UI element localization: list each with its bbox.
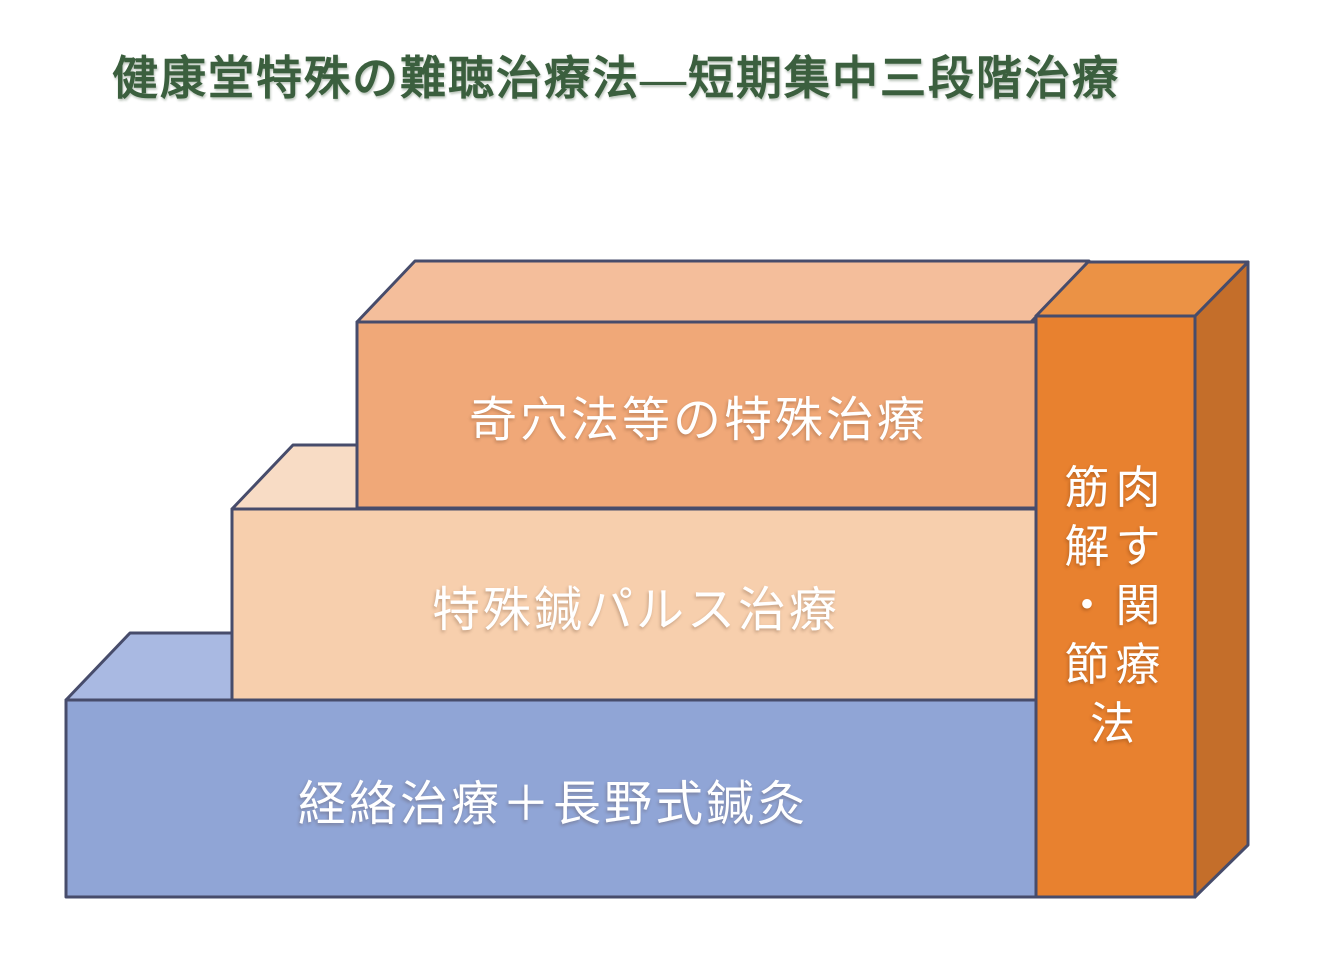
side-bar-label-line: 解す (1064, 522, 1167, 572)
side-bar-label-line: 節療 (1064, 640, 1167, 690)
side-bar-label-line: 筋肉 (1064, 463, 1167, 513)
step2-label: 特殊鍼パルス治療 (431, 583, 840, 637)
step3-top-face (355, 259, 1091, 324)
diagram-shapes (64, 259, 1250, 899)
side-bar-label: 筋肉 解す ・関 節療 法 (1036, 316, 1195, 897)
step2-top-face (230, 443, 359, 511)
side-bar-label-line: ・関 (1064, 581, 1167, 631)
step1-top-face (64, 631, 234, 702)
side-bar-right-face (1193, 260, 1250, 899)
diagram-title: 健康堂特殊の難聴治療法―短期集中三段階治療 (112, 53, 1120, 104)
side-bar-front-face (1034, 314, 1197, 899)
step1-label: 経絡治療＋長野式鍼灸 (297, 777, 808, 831)
step3-label: 奇穴法等の特殊治療 (468, 394, 928, 447)
side-bar-label-line: 法 (1089, 699, 1141, 749)
